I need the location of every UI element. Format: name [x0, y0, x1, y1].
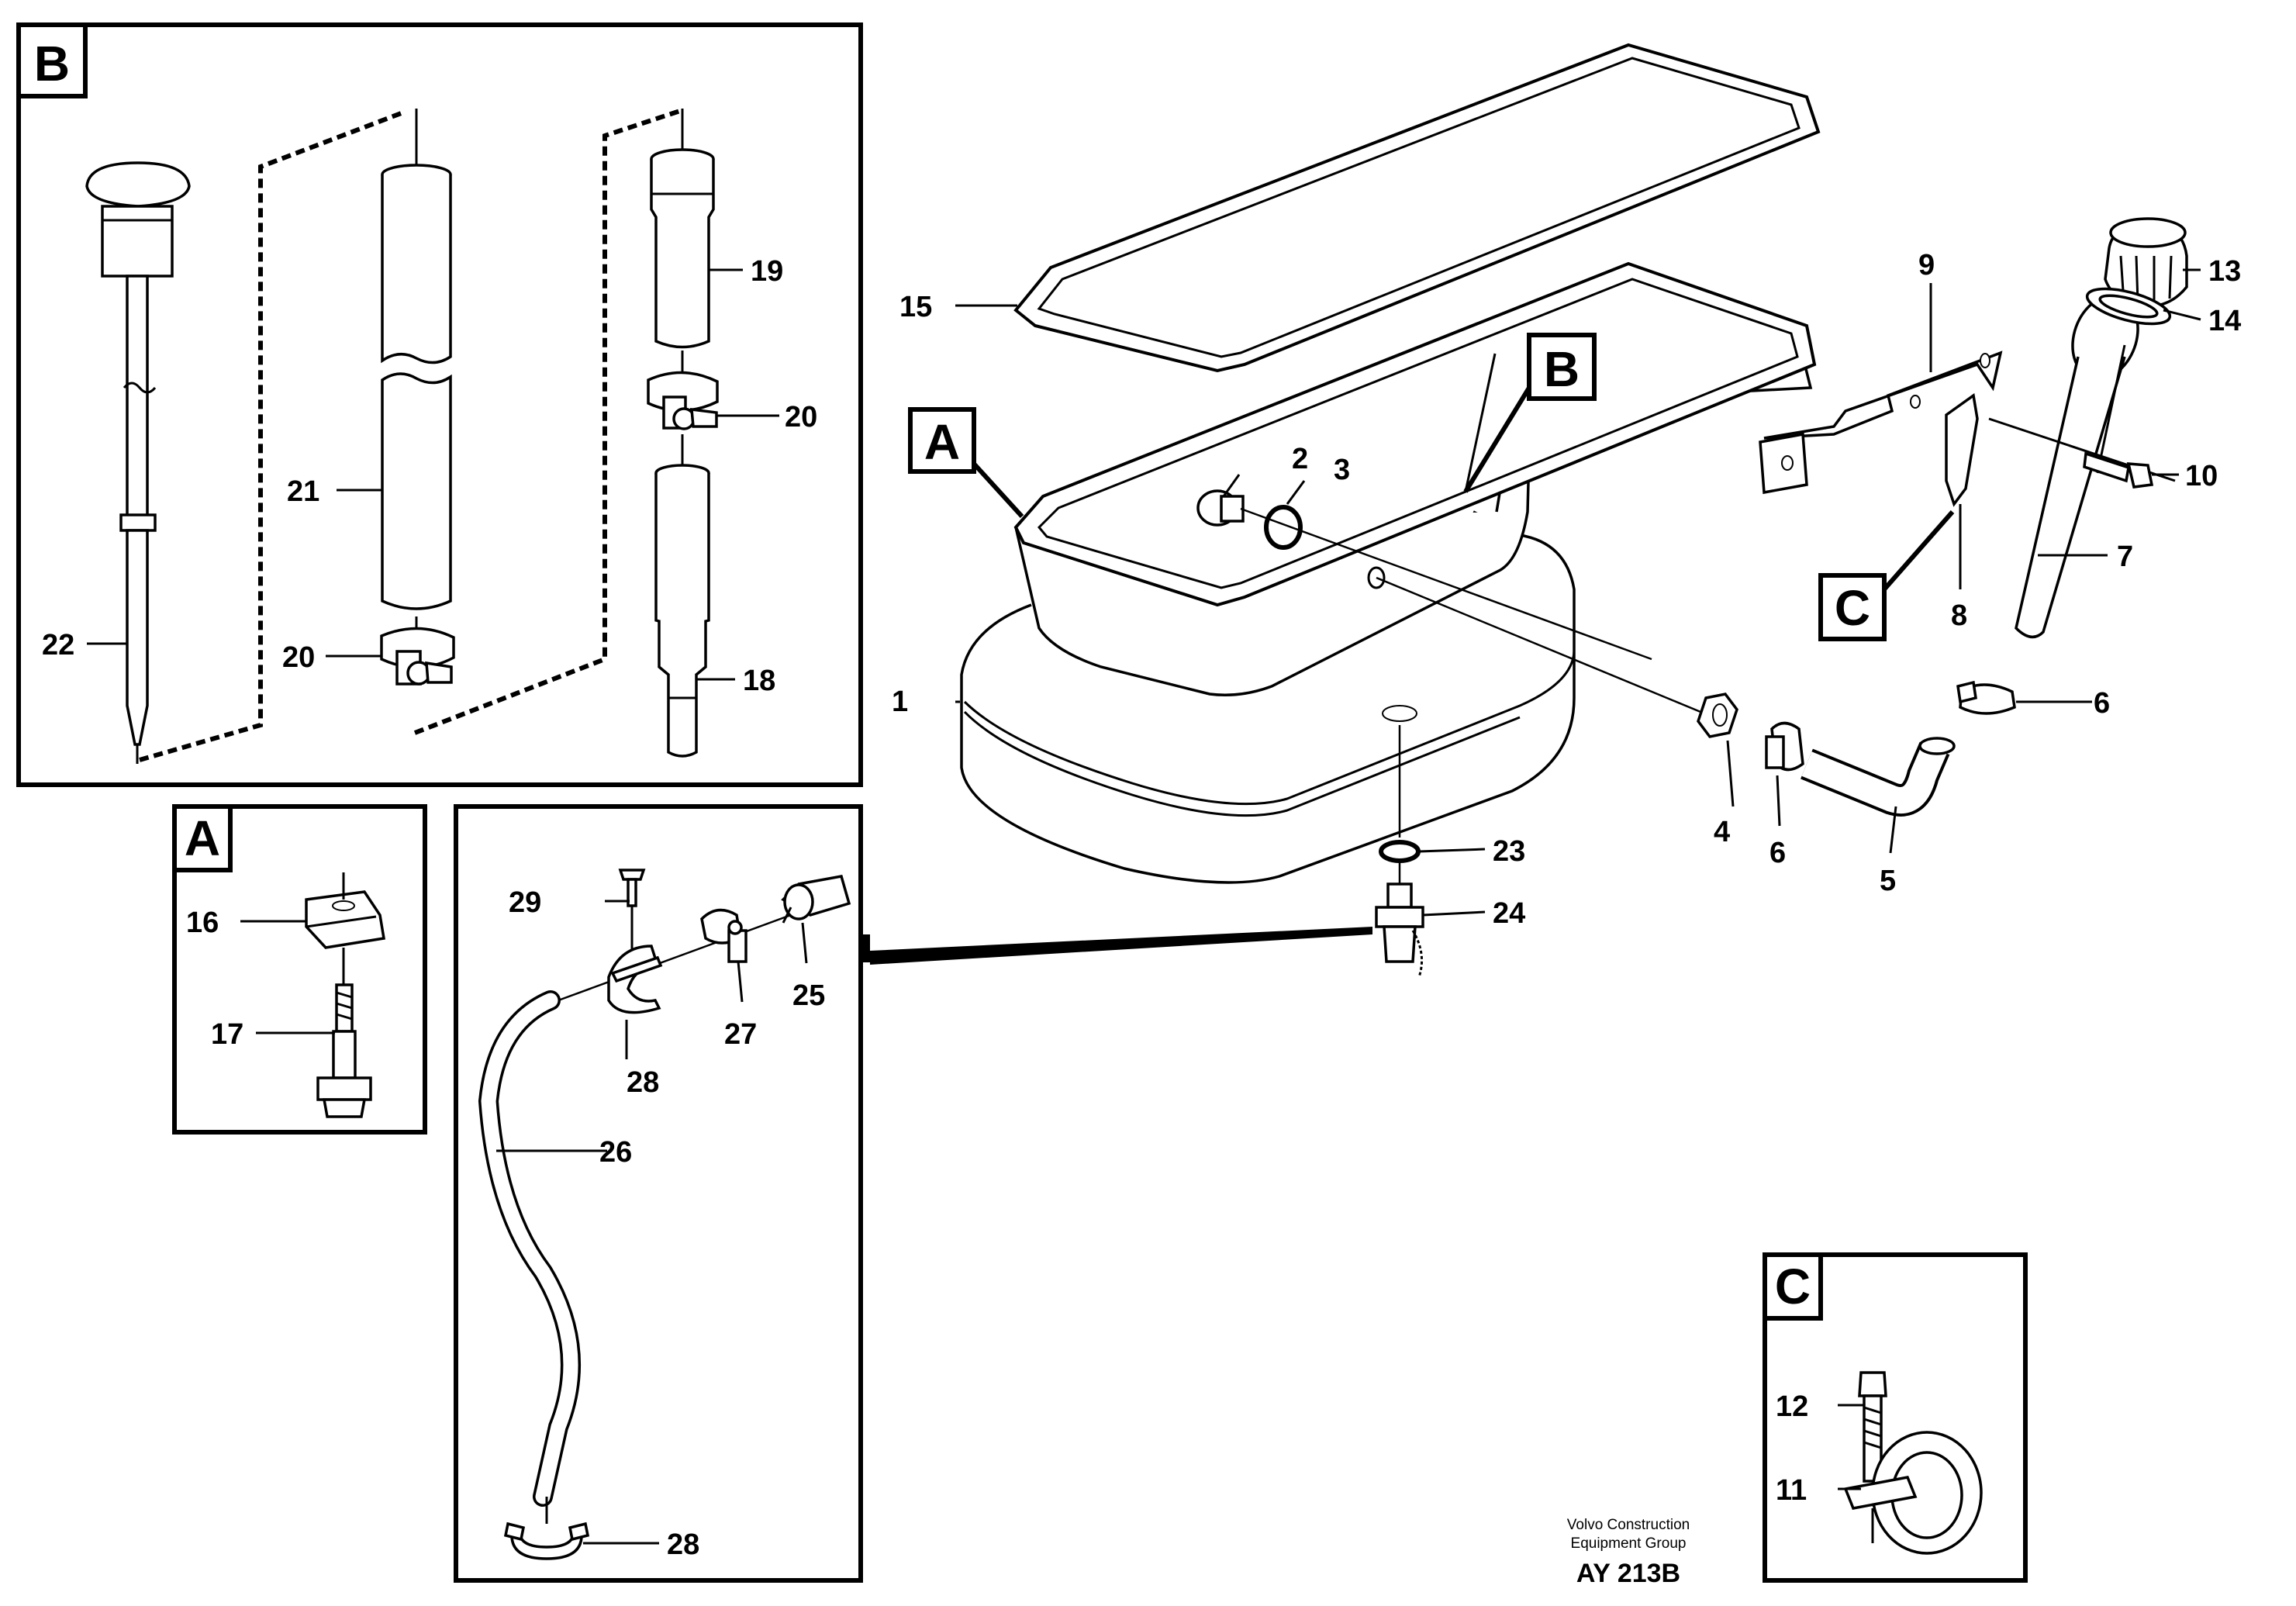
- screw: [618, 869, 646, 954]
- part-number-23: 23: [1493, 835, 1525, 868]
- drawing-code: AY 213B: [1576, 1559, 1680, 1588]
- filler-hose: [650, 109, 715, 372]
- part-number-10: 10: [2185, 460, 2218, 492]
- part-number-15: 15: [899, 291, 932, 323]
- detail-pointer-wedge: [870, 927, 1372, 965]
- callout-box-c: C: [1818, 510, 1955, 641]
- part-number-19: 19: [751, 255, 783, 288]
- part-number-2: 2: [1292, 443, 1308, 475]
- hose-clamp-small: [700, 908, 747, 963]
- part-number-1: 1: [892, 686, 908, 718]
- clip-nut: [305, 872, 386, 985]
- drain-plug: [1196, 489, 1652, 661]
- part-number-18: 18: [743, 665, 775, 697]
- drain-washer: [1379, 725, 1421, 863]
- callout-c-label: C: [1835, 580, 1870, 636]
- callout-b-label: B: [1544, 341, 1580, 397]
- bolt: [1858, 1371, 1887, 1483]
- part-number-5: 5: [1880, 865, 1896, 897]
- nut: [1697, 692, 1738, 738]
- company-line-1: Volvo Construction: [1567, 1517, 1690, 1533]
- part-number-6-upper: 6: [2094, 687, 2110, 720]
- sealing-ring: [1264, 505, 1303, 550]
- part-number-4: 4: [1714, 816, 1730, 848]
- hose-clamp-lower: [380, 627, 455, 686]
- part-number-9: 9: [1918, 249, 1935, 281]
- part-number-24: 24: [1493, 897, 1525, 930]
- part-number-26: 26: [599, 1136, 632, 1169]
- callout-a-label: A: [924, 414, 960, 470]
- detail-view-a: A: [172, 804, 427, 1135]
- part-number-20-lower: 20: [282, 641, 315, 674]
- part-number-13: 13: [2208, 255, 2241, 288]
- hose-clamp-upper: [647, 371, 719, 465]
- view-b-label: B: [34, 36, 70, 92]
- oil-filler-pipe: [654, 464, 710, 758]
- part-number-8: 8: [1951, 599, 1967, 632]
- part-number-28-upper: 28: [627, 1066, 659, 1099]
- part-number-29: 29: [509, 886, 541, 919]
- cap-gasket: [2085, 287, 2172, 326]
- view-c-label: C: [1775, 1259, 1811, 1314]
- oil-sump: [960, 261, 1817, 884]
- detail-view-c: C: [1763, 1252, 2028, 1583]
- view-a-label: A: [185, 810, 220, 866]
- dipstick: [85, 161, 191, 764]
- company-line-2: Equipment Group: [1571, 1535, 1687, 1552]
- detail-view-b: B: [16, 22, 863, 787]
- hose-clip-upper: [607, 945, 663, 1014]
- tube: [381, 109, 452, 636]
- oil-filler-tube: [1988, 294, 2176, 639]
- drain-valve: [1375, 862, 1424, 978]
- part-number-7: 7: [2117, 541, 2133, 573]
- part-number-20-upper: 20: [785, 401, 817, 433]
- part-number-12: 12: [1776, 1390, 1808, 1423]
- main-assembly: A B C: [870, 43, 2188, 978]
- part-number-25: 25: [792, 979, 825, 1012]
- callout-box-a: A: [908, 407, 1024, 519]
- dashed-connector-left: [139, 110, 405, 762]
- dashed-connector-right: [413, 108, 683, 735]
- part-number-28-lower: 28: [667, 1528, 699, 1561]
- part-number-17: 17: [211, 1018, 243, 1051]
- p-clip: [1843, 1431, 1983, 1555]
- breather-hose: [1801, 737, 1956, 817]
- detail-view-drain-hose: [454, 804, 870, 1583]
- part-number-6-lower: 6: [1769, 837, 1786, 869]
- hose-clamp-6-lower: [1765, 721, 1804, 772]
- part-number-27: 27: [724, 1018, 757, 1051]
- flange-screw: [316, 983, 372, 1118]
- bracket-clip: [1945, 392, 1979, 589]
- footer-credit: Volvo Construction Equipment Group AY 21…: [1567, 1517, 1690, 1588]
- part-number-3: 3: [1334, 454, 1350, 486]
- part-number-21: 21: [287, 475, 319, 508]
- callout-box-b: B: [1463, 333, 1597, 493]
- drain-nipple: [781, 874, 851, 924]
- leader-lines: [87, 268, 2201, 1545]
- hose-clip-lower: [503, 1521, 590, 1560]
- part-number-14: 14: [2208, 305, 2241, 337]
- part-number-16: 16: [186, 907, 219, 939]
- drain-hose: [478, 990, 581, 1524]
- part-numbers: 1 2 3 4 5 6 6 7 8 9 10 11 12 13 14 15 16…: [42, 249, 2241, 1561]
- part-number-22: 22: [42, 629, 74, 661]
- sump-gasket: [1013, 43, 1821, 373]
- hose-clamp-6-upper: [1956, 680, 2016, 715]
- part-number-11: 11: [1776, 1474, 1807, 1507]
- bolt-10: [2083, 451, 2154, 489]
- filler-cap: [2104, 217, 2188, 308]
- bracket: [1759, 351, 2003, 495]
